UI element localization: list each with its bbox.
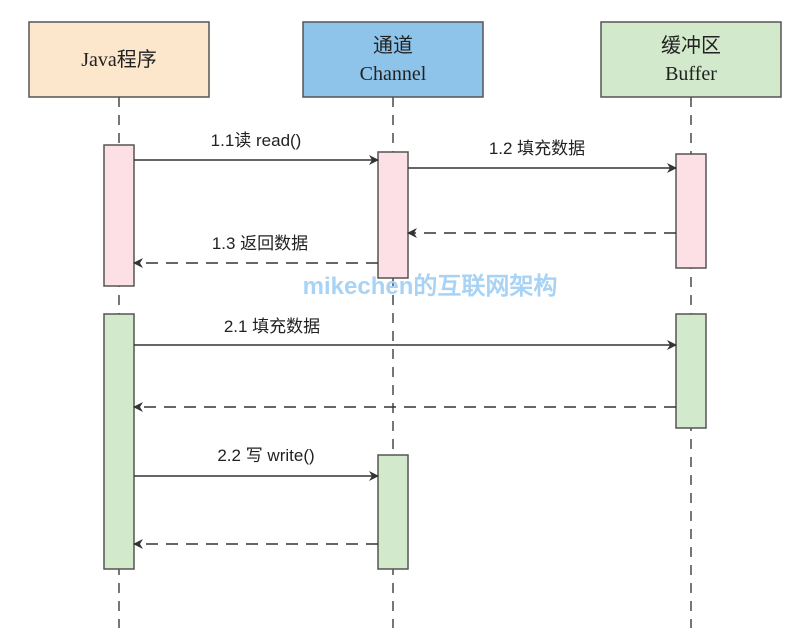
message-2-2: 2.2 写 write() — [134, 446, 379, 481]
message-1-3: 1.3 返回数据 — [133, 234, 378, 268]
message-1-1-label: 1.1读 read() — [211, 131, 302, 150]
participant-java-label: Java程序 — [81, 48, 157, 71]
activation-channel-write — [377, 454, 409, 570]
message-2-1-label: 2.1 填充数据 — [224, 317, 320, 336]
message-1-2-label: 1.2 填充数据 — [489, 139, 585, 158]
activation-buffer-write — [675, 313, 707, 429]
message-2-2-label: 2.2 写 write() — [217, 446, 314, 465]
message-1-2: 1.2 填充数据 — [408, 139, 677, 173]
participant-channel-label-zh: 通道 — [373, 34, 413, 57]
participant-channel-label-en: Channel — [360, 63, 427, 85]
participant-buffer-label-zh: 缓冲区 — [661, 34, 721, 57]
activation-buffer-read — [675, 153, 707, 269]
participant-buffer: 缓冲区 Buffer — [600, 21, 782, 98]
activation-java-write — [103, 313, 135, 570]
activation-channel-read — [377, 151, 409, 279]
watermark-text: mikechen的互联网架构 — [303, 272, 558, 300]
participant-java: Java程序 — [28, 21, 210, 98]
activation-java-read — [103, 144, 135, 287]
message-2-1: 2.1 填充数据 — [134, 317, 677, 350]
participant-channel: 通道 Channel — [302, 21, 484, 98]
message-1-1: 1.1读 read() — [134, 131, 379, 165]
message-1-3-label: 1.3 返回数据 — [212, 234, 308, 253]
participant-buffer-label-en: Buffer — [665, 63, 717, 85]
